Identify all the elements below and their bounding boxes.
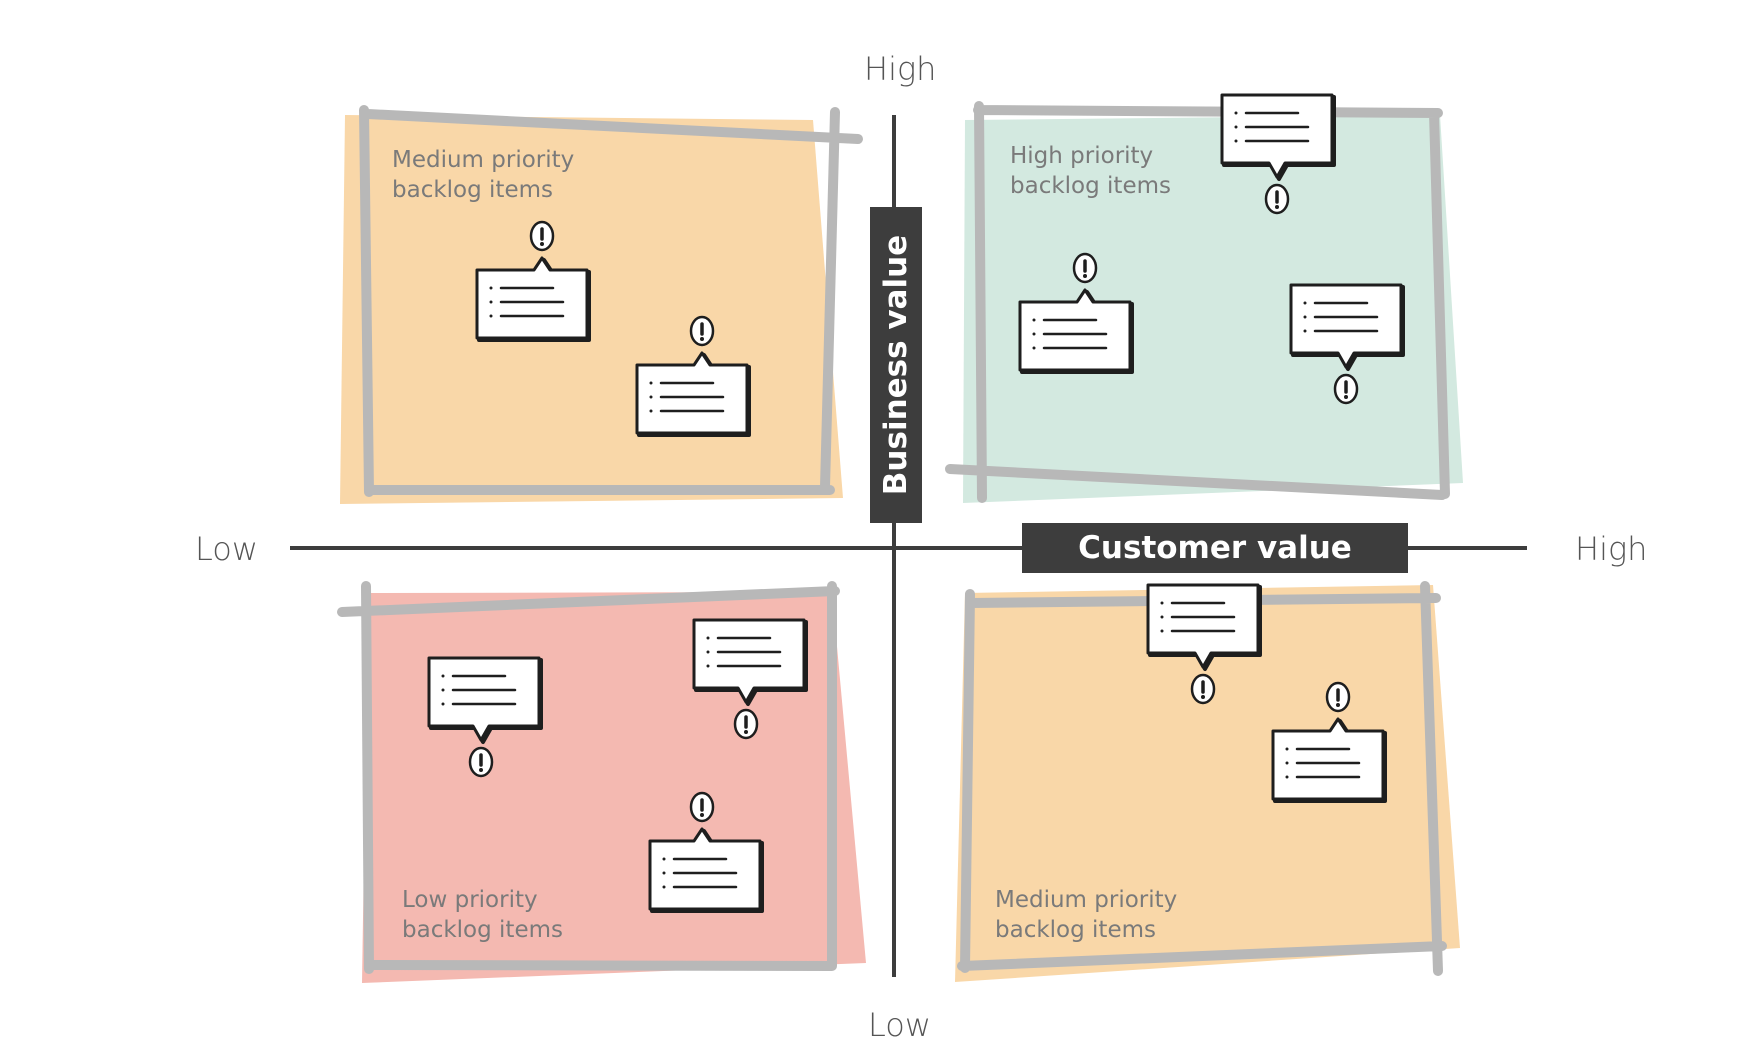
speech-note-icon [427,656,541,742]
quadrant-top-right-label-line1: High priority [1010,143,1154,169]
speech-note-icon [648,827,762,911]
exclamation-icon [468,746,494,778]
backlog-note-10 [1271,681,1387,803]
speech-note-icon [692,618,806,704]
speech-note-icon [1018,288,1132,372]
quadrant-bottom-left-label-line2: backlog items [402,917,563,943]
exclamation-icon [1325,681,1351,713]
backlog-note-6 [427,656,543,778]
exclamation-icon [529,220,555,252]
quadrant-top-left-label-line2: backlog items [392,177,553,203]
quadrant-bottom-left-label: Low priority backlog items [402,885,563,945]
quadrant-top-left-frame [359,105,863,497]
speech-note-icon [635,351,749,435]
quadrant-top-right-label: High priority backlog items [1010,141,1171,201]
backlog-note-9 [1146,583,1262,705]
exclamation-icon [689,315,715,347]
quadrant-top-left-label-line1: Medium priority [392,147,575,173]
speech-note-icon [1220,93,1334,179]
backlog-note-3 [1018,252,1134,374]
backlog-note-5 [1289,283,1405,405]
quadrant-top-right-fill [963,115,1463,503]
exclamation-icon [1072,252,1098,284]
exclamation-icon [1190,673,1216,705]
business-value-title-text: Business value [878,234,914,496]
quadrant-top-left-label: Medium priority backlog items [392,145,574,205]
quadrant-bottom-left-label-line1: Low priority [402,887,538,913]
backlog-note-8 [648,791,764,913]
backlog-note-2 [635,315,751,437]
quadrant-top-right-label-line2: backlog items [1010,173,1171,199]
speech-note-icon [475,256,589,340]
backlog-note-7 [692,618,808,740]
quadrant-top-right-frame [945,101,1450,503]
exclamation-icon [689,791,715,823]
backlog-note-1 [475,220,591,342]
exclamation-icon [1333,373,1359,405]
quadrant-bottom-right-label: Medium priority backlog items [995,885,1177,945]
backlog-note-4 [1220,93,1336,215]
quadrant-bottom-right-label-line2: backlog items [995,917,1156,943]
exclamation-icon [1264,183,1290,215]
horizontal-axis-low-label: Low [195,530,259,568]
customer-value-title: Customer value [1022,523,1408,573]
horizontal-axis-high-label: High [1575,530,1648,568]
exclamation-icon [733,708,759,740]
vertical-axis-high-label: High [864,50,937,88]
vertical-axis-low-label: Low [868,1006,932,1044]
speech-note-icon [1146,583,1260,669]
speech-note-icon [1271,717,1385,801]
quadrant-bottom-right-label-line1: Medium priority [995,887,1178,913]
business-value-title: Business value [870,207,922,523]
quadrant-bottom-left-frame [337,581,840,974]
speech-note-icon [1289,283,1403,369]
